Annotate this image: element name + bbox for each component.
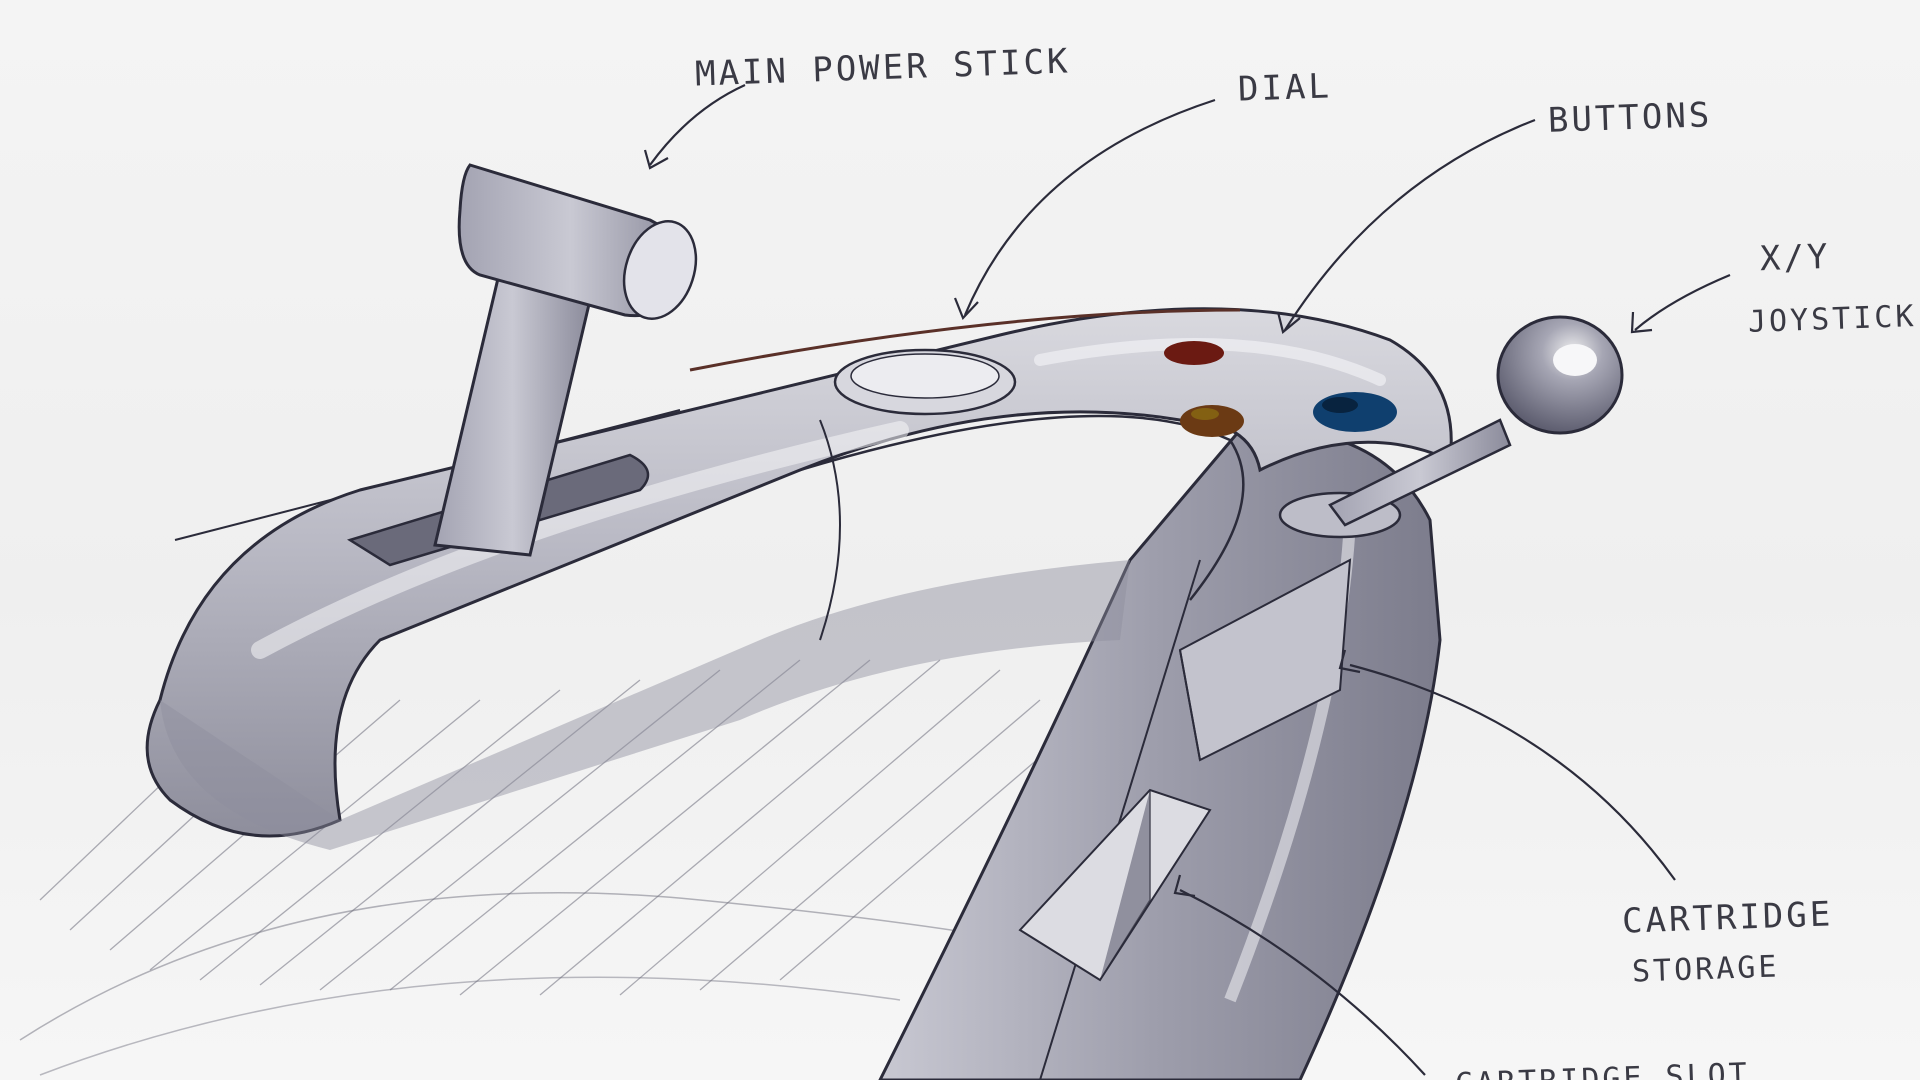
label-cartridge-storage-line1: CARTRIDGE: [1621, 894, 1834, 941]
label-cartridge-storage-line2: STORAGE: [1631, 949, 1780, 989]
red-button: [1164, 341, 1224, 365]
label-buttons: BUTTONS: [1547, 95, 1713, 141]
blue-button: [1313, 392, 1397, 432]
label-dial: DIAL: [1237, 66, 1332, 109]
label-xy-joystick-line1: X/Y: [1759, 237, 1831, 279]
label-xy-joystick-line2: JOYSTICK: [1747, 299, 1917, 340]
dial: [835, 350, 1015, 414]
